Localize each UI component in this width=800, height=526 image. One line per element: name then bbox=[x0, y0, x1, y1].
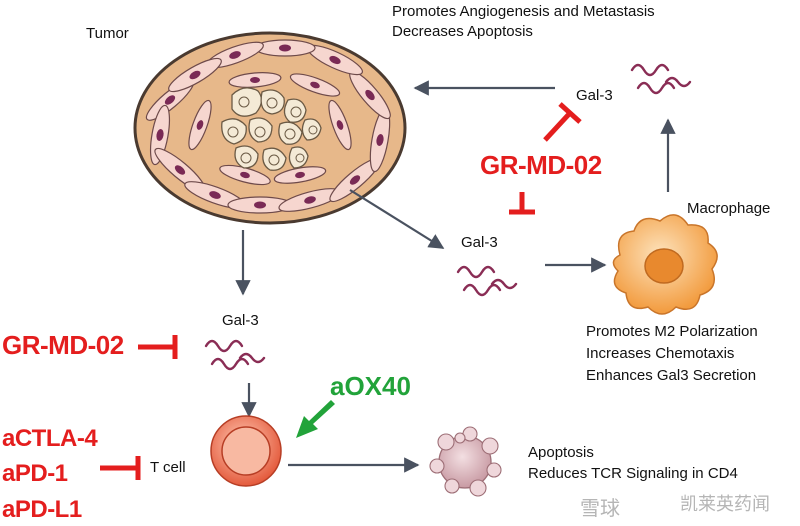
gal3-middle-label: Gal-3 bbox=[461, 234, 498, 251]
inhibit-gal3-left bbox=[138, 335, 178, 359]
inhibit-tcell bbox=[100, 456, 141, 480]
tumor-effect-1: Promotes Angiogenesis and Metastasis bbox=[392, 3, 655, 20]
gal3-molecules-middle bbox=[456, 260, 526, 306]
macrophage-effect-2: Increases Chemotaxis bbox=[586, 345, 735, 362]
watermark-left: 雪球 bbox=[580, 498, 620, 520]
tumor-effect-2: Decreases Apoptosis bbox=[392, 23, 533, 40]
apoptotic-cell bbox=[429, 426, 502, 497]
tumor-illustration bbox=[133, 31, 407, 225]
tcell-illustration bbox=[210, 415, 282, 487]
gal3-left-label: Gal-3 bbox=[222, 312, 259, 329]
macrophage-cell bbox=[612, 214, 718, 315]
drug-aox40: aOX40 bbox=[330, 371, 411, 401]
gal3-molecules-top bbox=[630, 59, 699, 102]
macrophage-effect-1: Promotes M2 Polarization bbox=[586, 323, 758, 340]
tcell-label: T cell bbox=[150, 459, 186, 476]
apoptosis-effect: Reduces TCR Signaling in CD4 bbox=[528, 465, 738, 482]
macrophage-label: Macrophage bbox=[687, 200, 771, 217]
inhibition-symbols bbox=[100, 102, 582, 480]
drug-grmd02-left: GR-MD-02 bbox=[2, 330, 124, 360]
apoptosis-label: Apoptosis bbox=[528, 444, 594, 461]
pathway-arrows bbox=[235, 80, 676, 473]
inhibit-gal3-top bbox=[543, 102, 582, 142]
gal3-molecules-left bbox=[204, 334, 274, 380]
watermark-right: 凯莱英药闻 bbox=[680, 494, 770, 514]
arrow-tumor-to-gal3 bbox=[349, 189, 445, 249]
drug-apdl1: aPD-L1 bbox=[2, 496, 82, 523]
activation-arrow-aox40 bbox=[296, 400, 335, 438]
inhibit-gal3-middle bbox=[509, 192, 535, 215]
drug-apd1: aPD-1 bbox=[2, 460, 68, 487]
macrophage-effect-3: Enhances Gal3 Secretion bbox=[586, 367, 757, 384]
drug-grmd02-right: GR-MD-02 bbox=[480, 150, 602, 180]
gal3-top-label: Gal-3 bbox=[576, 87, 613, 104]
drug-actla4: aCTLA-4 bbox=[2, 425, 98, 452]
tumor-label: Tumor bbox=[86, 25, 129, 42]
